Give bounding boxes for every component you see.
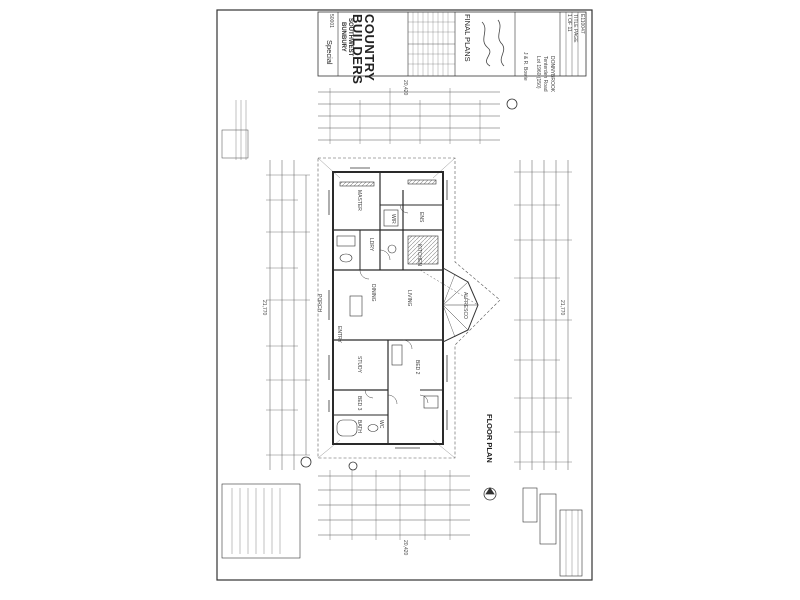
signature-mark [481,21,491,67]
title-block [317,11,587,77]
notes-block [221,483,301,559]
room-porch: PORCH [316,294,322,313]
overall-width-bottom: 20,420 [402,540,408,555]
room-alfresco: ALFRESCO [462,292,468,319]
room-label-alfresco: ALFRESCO [462,292,468,319]
room-kitchen: KITCHEN [416,244,422,266]
plan-title: TITLE PAGE [572,14,578,43]
address-2: Tenterden Road [542,56,548,92]
plan-title-value: TITLE PAGE [572,14,578,43]
room-label-master: MASTER [356,190,362,211]
room-label-bed3: BED 3 [356,396,362,410]
room-label-study: STUDY [356,356,362,373]
room-dining: DINING [370,284,376,302]
address-3: DONNYBROOK [549,56,555,92]
overall-width-value: 20,420 [402,80,408,96]
room-study: STUDY [356,356,362,373]
room-label-living: LIVING [406,290,412,306]
room-label-wc: WC [378,420,384,428]
drawing-number: E110047 [579,14,585,34]
room-label-wir: WIR [390,214,396,224]
room-label-entry: ENTRY [336,326,342,343]
address-line-2: Tenterden Road [542,56,548,92]
address-line-1: Lot 1960 (150) [535,56,541,89]
room-entry: ENTRY [336,326,342,343]
room-ens: ENS [418,212,424,223]
dimension-lines-top [318,88,500,144]
stage: FINAL PLANS [463,14,472,62]
overall-width-bottom-value: 20,420 [402,540,408,556]
overall-depth-right-value: 21,770 [559,300,565,316]
plan-heading-label: FLOOR PLAN [485,414,494,463]
window-icon [328,167,448,449]
room-label-dining: DINING [370,284,376,302]
room-label-ens: ENS [418,212,424,222]
room-bath: BATH [356,420,362,433]
dimension-lines-right [514,160,572,470]
home-series-label: Special [325,40,334,65]
room-label-porch: PORCH [316,294,322,312]
brand-name: COUNTRY [362,14,377,81]
overall-depth-value: 21,770 [261,300,267,316]
stage-label: FINAL PLANS [463,14,472,62]
region-line-1: SOUTHWEST [347,18,353,57]
roof-outline [317,157,501,459]
client: J & R. Bowie [522,52,528,81]
region-2: BUNBURY [340,22,346,52]
general-notes [221,100,249,160]
plan-heading: FLOOR PLAN [485,414,494,463]
drawing-number-value: E110047 [579,14,585,34]
room-label-bed2: BED 2 [414,360,420,374]
job-number-value: 50001 [328,14,334,28]
sheet-border [216,9,593,581]
address-1: Lot 1960 (150) [535,56,541,89]
north-arrow-icon [300,98,518,501]
room-wir: WIR [390,214,396,224]
dimension-lines-left [266,160,310,470]
room-label-bath: BATH [356,420,362,433]
brand-name-2: BUILDERS [350,14,365,84]
door-swing-icon [359,204,429,405]
home-series: Special [325,40,334,65]
signature-mark-2 [497,19,505,67]
overall-width: 20,420 [402,80,408,95]
region-line-2: BUNBURY [340,22,346,52]
address-line-3: DONNYBROOK [549,56,555,93]
room-living: LIVING [406,290,412,307]
alfresco-area [419,267,479,343]
room-label-ldry: LDRY [368,238,374,251]
dimension-lines-bottom [318,470,470,540]
region-1: SOUTHWEST [347,18,353,56]
room-bed2: BED 2 [414,360,420,375]
room-wc: WC [378,420,384,429]
room-master: MASTER [356,190,362,211]
overall-depth: 21,770 [261,300,267,315]
job-number: 50001 [328,14,334,28]
overall-depth-right: 21,770 [559,300,565,315]
fixtures [336,179,439,437]
room-ldry: LDRY [368,238,374,252]
client-name: J & R. Bowie [522,52,528,81]
room-bed3: BED 3 [356,396,362,411]
schedule-boxes [522,487,583,577]
room-label-kitchen: KITCHEN [416,244,422,266]
